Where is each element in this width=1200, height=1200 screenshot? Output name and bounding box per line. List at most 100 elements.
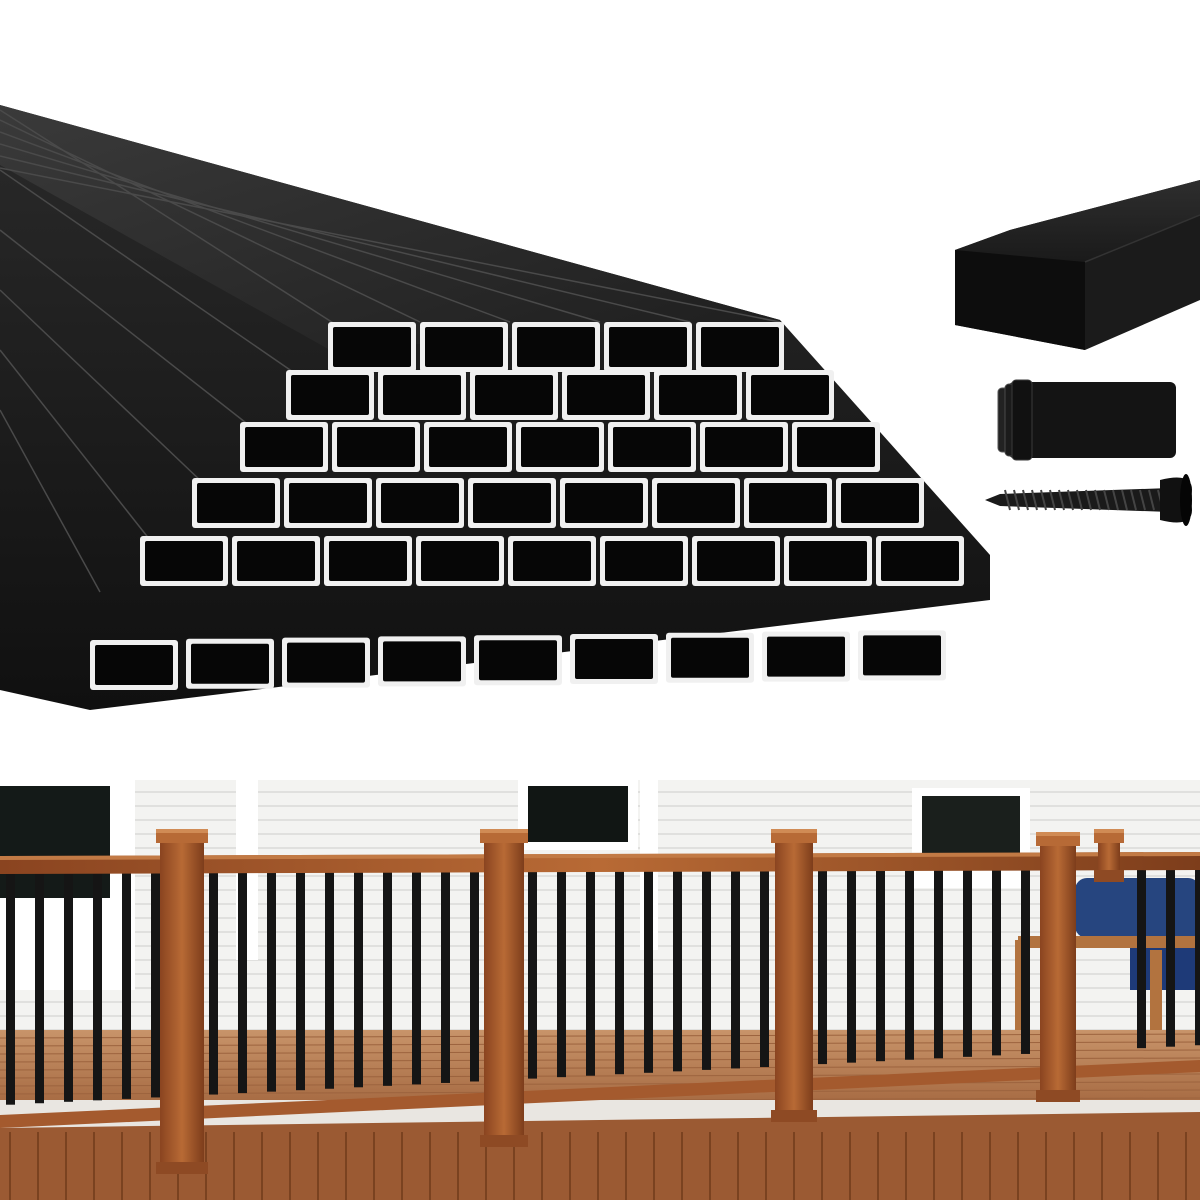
- baluster: [963, 870, 972, 1057]
- baluster-end: [328, 322, 416, 372]
- bottom-rail: [0, 1060, 1200, 1128]
- baluster-end: [508, 536, 596, 586]
- baluster-end: [284, 478, 372, 528]
- baluster: [412, 870, 421, 1085]
- baluster-end: [700, 422, 788, 472]
- baluster-stack: [0, 105, 990, 710]
- baluster-end: [378, 370, 466, 420]
- railing-post: [156, 829, 208, 1174]
- railing-system: [0, 829, 1200, 1174]
- baluster: [673, 870, 682, 1072]
- baluster: [93, 870, 102, 1101]
- deck-skirt: [0, 1112, 1200, 1200]
- baluster-end: [784, 536, 872, 586]
- installed-railing-panel: [0, 760, 1200, 1200]
- baluster: [6, 870, 15, 1105]
- baluster-end: [470, 370, 558, 420]
- baluster: [1195, 870, 1200, 1046]
- baluster: [557, 870, 566, 1078]
- baluster: [992, 870, 1001, 1056]
- baluster: [1166, 870, 1175, 1047]
- baluster: [615, 870, 624, 1075]
- baluster: [64, 870, 73, 1102]
- baluster-end: [192, 478, 280, 528]
- baluster-end: [696, 322, 784, 372]
- railing-post: [1094, 829, 1124, 882]
- baluster-end: [600, 536, 688, 586]
- baluster-end: [232, 536, 320, 586]
- baluster-end: [516, 422, 604, 472]
- product-display-panel: [0, 105, 1200, 710]
- baluster: [731, 870, 740, 1069]
- baluster-end: [744, 478, 832, 528]
- baluster: [122, 870, 131, 1099]
- baluster-end: [324, 536, 412, 586]
- baluster-end: [332, 422, 420, 472]
- baluster-end: [416, 536, 504, 586]
- railing-post: [480, 829, 528, 1147]
- baluster: [1137, 870, 1146, 1049]
- baluster-end: [376, 478, 464, 528]
- baluster-end: [792, 422, 880, 472]
- baluster-end: [424, 422, 512, 472]
- baluster-end: [604, 322, 692, 372]
- baluster: [876, 870, 885, 1062]
- baluster-end: [608, 422, 696, 472]
- baluster-end: [240, 422, 328, 472]
- baluster: [1021, 870, 1030, 1054]
- window-center: [518, 780, 638, 850]
- baluster-end: [186, 638, 274, 689]
- screw-icon: [985, 474, 1192, 526]
- baluster: [383, 870, 392, 1086]
- baluster-end: [468, 478, 556, 528]
- baluster-end: [378, 636, 466, 687]
- baluster: [209, 870, 218, 1095]
- baluster: [325, 870, 334, 1089]
- baluster: [528, 870, 537, 1079]
- baluster-end: [562, 370, 650, 420]
- connector-clip-icon: [997, 379, 1176, 461]
- baluster: [35, 870, 44, 1104]
- baluster: [151, 870, 160, 1098]
- baluster-end: [570, 634, 658, 684]
- deck-svg: [0, 780, 1200, 1200]
- baluster-end: [876, 536, 964, 586]
- baluster-end: [762, 631, 850, 682]
- baluster: [702, 870, 711, 1070]
- baluster: [470, 870, 479, 1082]
- baluster-end: [560, 478, 648, 528]
- baluster-end: [858, 630, 946, 681]
- baluster: [644, 870, 653, 1073]
- baluster-end: [666, 632, 754, 683]
- baluster-end: [512, 322, 600, 372]
- baluster: [238, 870, 247, 1094]
- baluster-end: [420, 322, 508, 372]
- product-svg: [0, 105, 1200, 710]
- baluster-end-icon: [955, 180, 1200, 350]
- baluster: [847, 870, 856, 1063]
- baluster-end: [286, 370, 374, 420]
- baluster-end: [652, 478, 740, 528]
- railing-post: [771, 829, 817, 1122]
- baluster-end: [746, 370, 834, 420]
- top-rail-cap: [0, 852, 1200, 860]
- baluster: [296, 870, 305, 1091]
- skirt-slats: [9, 1132, 1187, 1200]
- baluster-end: [282, 637, 370, 688]
- baluster-end: [692, 536, 780, 586]
- baluster: [267, 870, 276, 1092]
- stack-top-face: [0, 105, 780, 350]
- baluster: [354, 870, 363, 1088]
- baluster-end: [836, 478, 924, 528]
- railing-post: [1036, 832, 1080, 1102]
- baluster-end: [140, 536, 228, 586]
- baluster: [441, 870, 450, 1083]
- baluster: [934, 870, 943, 1059]
- baluster-end: [474, 635, 562, 686]
- baluster-end: [90, 640, 178, 690]
- baluster-end: [654, 370, 742, 420]
- baluster: [760, 870, 769, 1067]
- baluster: [905, 870, 914, 1060]
- baluster-ends: [90, 322, 964, 690]
- baluster: [586, 870, 595, 1076]
